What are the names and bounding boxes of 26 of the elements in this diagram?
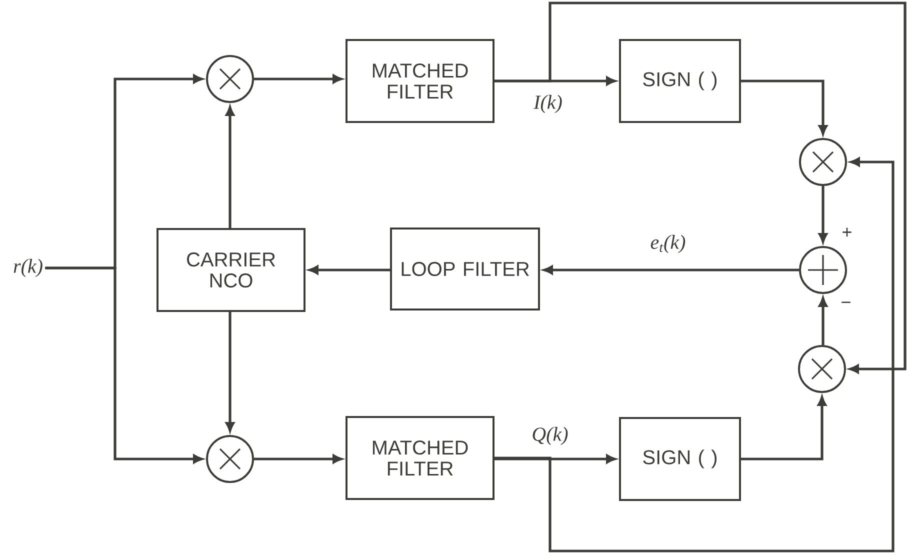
multiplier-circle (206, 435, 254, 483)
sign-box: SIGN ( ) (619, 417, 741, 501)
filter-box: LOOP FILTER (390, 228, 540, 310)
edge-label: I(k) (532, 94, 564, 114)
nco-box: CARRIER NCO (156, 228, 306, 312)
multiplier-circle (798, 345, 846, 393)
arrow (45, 266, 203, 464)
arrow (254, 74, 342, 84)
arrow (494, 454, 616, 464)
signal-label: r(k) (14, 258, 42, 278)
arrow (741, 396, 826, 460)
edge-label: Q(k) (530, 426, 570, 446)
sign-label: + (842, 228, 852, 237)
edge-label: e$_{t}$(k) (649, 234, 687, 254)
sign-label: − (842, 302, 850, 303)
arrow (226, 106, 234, 228)
arrow (254, 454, 342, 464)
arrow (818, 297, 828, 345)
filter-box: MATCHED FILTER (346, 416, 494, 500)
multiplier-circle (799, 138, 847, 186)
arrow (494, 2, 906, 374)
summer-circle (799, 246, 847, 294)
arrow (494, 158, 894, 552)
multiplier-circle (206, 55, 254, 103)
filter-box: MATCHED FILTER (346, 39, 494, 123)
sign-box: SIGN ( ) (619, 39, 741, 123)
